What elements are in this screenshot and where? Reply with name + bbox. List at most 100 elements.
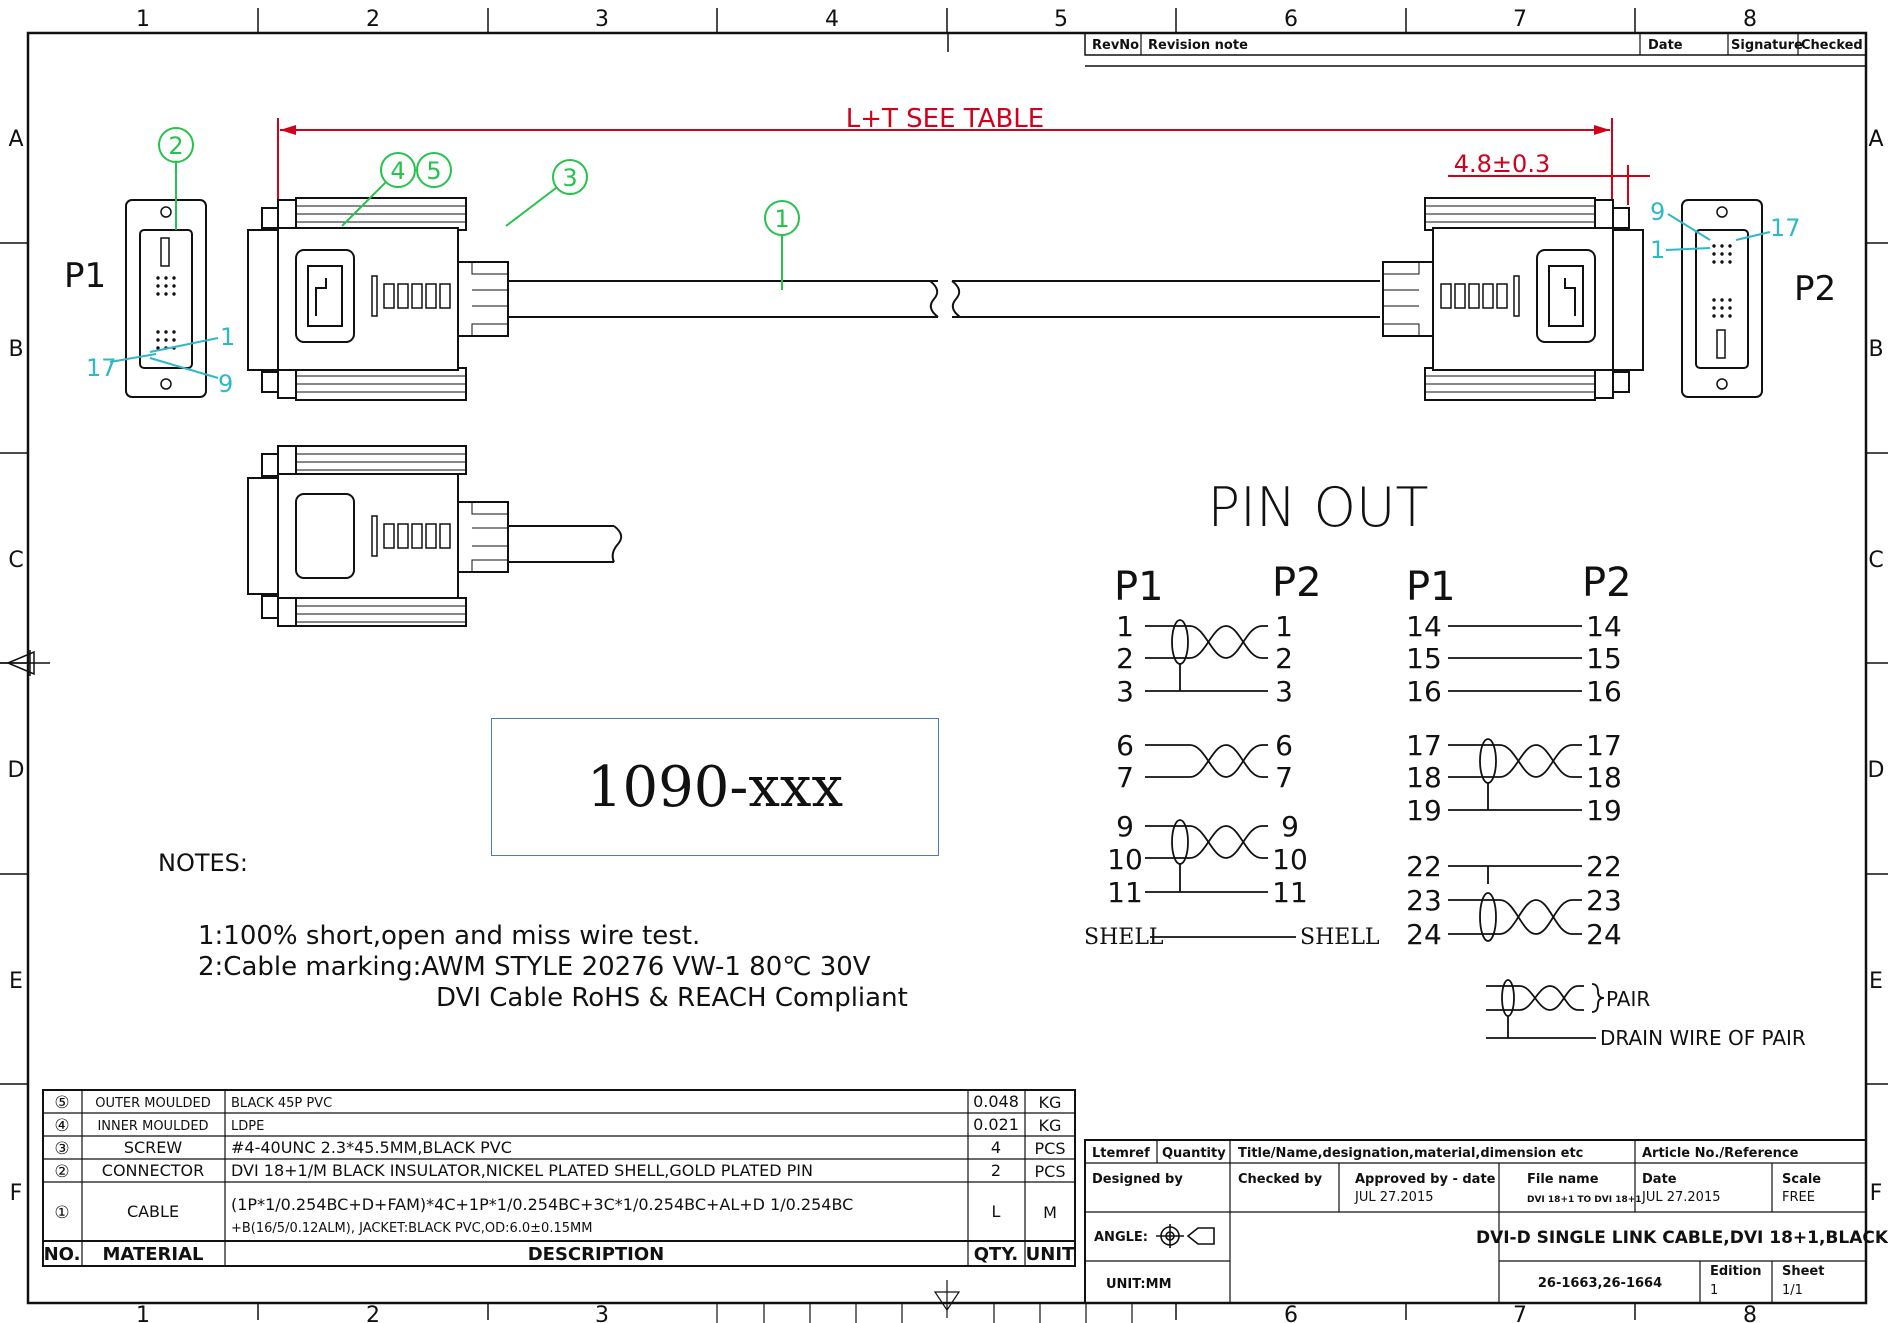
pin-number: 1 — [1275, 610, 1293, 643]
pin-9-callout: 9 — [1650, 198, 1665, 226]
revision-header: RevNo Revision note Date Signature Check… — [1084, 32, 1867, 67]
approved-date: JUL 27.2015 — [1354, 1190, 1433, 1205]
sheet-label: Sheet — [1782, 1264, 1824, 1279]
pin-number: 7 — [1116, 761, 1134, 794]
approved-by-label: Approved by - date — [1355, 1172, 1496, 1187]
drawing-number: 26-1663,26-1664 — [1538, 1276, 1662, 1291]
bom-material: CABLE — [127, 1202, 179, 1221]
bom-qty: 0.021 — [973, 1115, 1019, 1134]
connector-top-view — [247, 445, 623, 627]
balloon-4-5: 4 5 — [341, 152, 452, 227]
pin-number: 16 — [1586, 675, 1622, 708]
pair-legend-label: PAIR — [1606, 987, 1650, 1011]
pinout-right-p2: P2 — [1582, 560, 1632, 606]
pin-number: 7 — [1275, 761, 1293, 794]
svg-text:4: 4 — [390, 157, 405, 185]
pin-number: 3 — [1116, 675, 1134, 708]
shell-right: SHELL — [1300, 925, 1380, 950]
pin-number: 9 — [1116, 810, 1134, 843]
edition-value: 1 — [1710, 1283, 1718, 1298]
pinout-diagram: PIN OUT P1 P2 P1 P2 1 2 3 1 2 3 6 7 6 7 — [1084, 476, 1806, 1050]
pin-number: 18 — [1406, 761, 1442, 794]
pin-number: 11 — [1272, 876, 1308, 909]
bom-header-no: NO. — [44, 1244, 81, 1265]
column-label: 2 — [366, 1303, 380, 1323]
file-name-label: File name — [1527, 1172, 1599, 1187]
note-2: 2:Cable marking:AWM STYLE 20276 VW-1 80℃… — [198, 952, 871, 982]
balloon-2: 2 — [158, 127, 194, 230]
bom-material: OUTER MOULDED — [95, 1096, 211, 1111]
p2-end-view: P2 9 1 17 — [1650, 198, 1836, 398]
part-number: 1090-xxx — [586, 754, 844, 820]
pin-number: 14 — [1586, 610, 1622, 643]
itemref-label: Ltemref — [1092, 1146, 1150, 1161]
bom-header-description: DESCRIPTION — [528, 1244, 665, 1265]
pinout-left-p1: P1 — [1114, 564, 1164, 610]
column-label: 1 — [136, 7, 150, 32]
pin-number: 17 — [1406, 729, 1442, 762]
column-label: 2 — [366, 7, 380, 32]
bom-unit: M — [1043, 1203, 1057, 1222]
bom-qty: 2 — [991, 1161, 1001, 1180]
column-label: 8 — [1743, 1303, 1757, 1323]
pin-number: 22 — [1586, 850, 1622, 883]
drain-legend-label: DRAIN WIRE OF PAIR — [1600, 1026, 1806, 1050]
pin-number: 19 — [1406, 794, 1442, 827]
bom-qty: L — [992, 1202, 1001, 1221]
row-label: E — [1869, 969, 1883, 994]
bom-unit: PCS — [1035, 1162, 1066, 1181]
balloon-1: 1 — [764, 200, 800, 290]
bom-description: #4-40UNC 2.3*45.5MM,BLACK PVC — [231, 1138, 512, 1157]
revision-date-header: Date — [1648, 38, 1683, 53]
row-label: C — [1868, 548, 1883, 573]
pinout-left-p2: P2 — [1272, 560, 1322, 606]
bom-description: LDPE — [231, 1119, 264, 1134]
pin-1-callout: 1 — [220, 323, 235, 351]
svg-text:3: 3 — [562, 164, 577, 192]
pin-number: 22 — [1406, 850, 1442, 883]
revno-header: RevNo — [1092, 38, 1139, 53]
date-label: Date — [1642, 1172, 1677, 1187]
angle-label: ANGLE: — [1094, 1230, 1148, 1245]
pin-number: 15 — [1586, 642, 1622, 675]
pin-9-callout: 9 — [218, 370, 233, 398]
pin-number: 23 — [1586, 884, 1622, 917]
revision-note-header: Revision note — [1148, 38, 1248, 53]
pin-number: 17 — [1586, 729, 1622, 762]
pin-17-callout: 17 — [1770, 214, 1801, 242]
designed-by-label: Designed by — [1092, 1172, 1183, 1187]
scale-label: Scale — [1782, 1172, 1821, 1187]
bom-unit: KG — [1039, 1093, 1062, 1112]
bom-header-material: MATERIAL — [103, 1244, 204, 1265]
row-label: F — [1870, 1181, 1883, 1206]
column-label: 6 — [1284, 1303, 1298, 1323]
pair-legend-icon — [1486, 979, 1605, 1039]
pin-number: 3 — [1275, 675, 1293, 708]
pin-number: 6 — [1275, 729, 1293, 762]
pin-number: 16 — [1406, 675, 1442, 708]
note-3: DVI Cable RoHS & REACH Compliant — [436, 983, 908, 1013]
bom-unit: PCS — [1035, 1139, 1066, 1158]
pin-number: 10 — [1272, 843, 1308, 876]
bom-no: ④ — [54, 1116, 69, 1136]
pin-number: 2 — [1116, 642, 1134, 675]
projection-symbol-icon — [1156, 1224, 1215, 1248]
svg-text:1: 1 — [774, 205, 789, 233]
bom-no: ② — [54, 1162, 69, 1182]
p2-label: P2 — [1794, 269, 1836, 309]
pin-number: 6 — [1116, 729, 1134, 762]
row-label: C — [8, 548, 23, 573]
pin-number: 19 — [1586, 794, 1622, 827]
column-label: 1 — [136, 1303, 150, 1323]
pin-number: 18 — [1586, 761, 1622, 794]
pin-1-callout: 1 — [1650, 236, 1665, 264]
bom-no: ① — [54, 1203, 69, 1223]
row-label: B — [1868, 337, 1883, 362]
row-label: D — [8, 758, 25, 783]
bom-description: DVI 18+1/M BLACK INSULATOR,NICKEL PLATED… — [231, 1161, 813, 1180]
balloon-3: 3 — [505, 159, 588, 227]
sheet-value: 1/1 — [1782, 1283, 1803, 1298]
pin-number: 9 — [1281, 810, 1299, 843]
